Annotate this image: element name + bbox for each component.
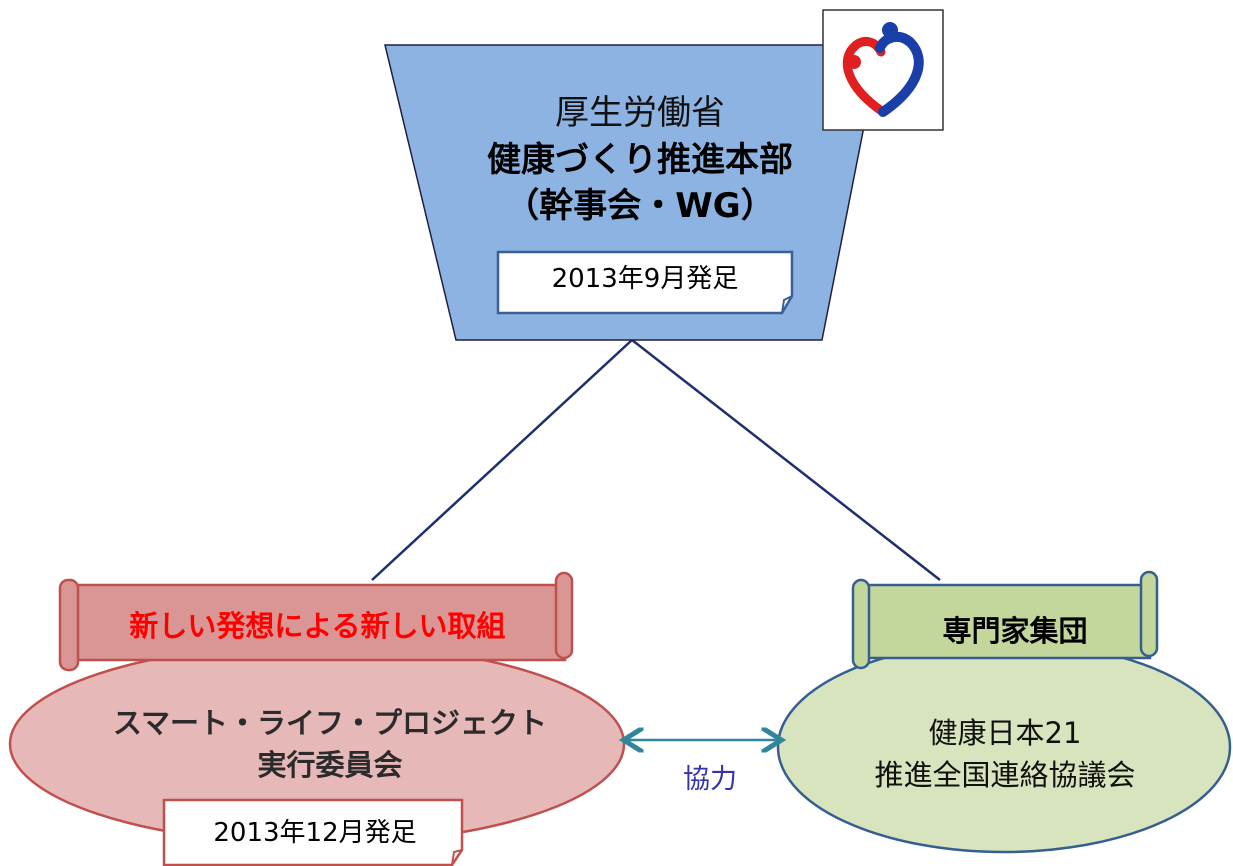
right-group-name-line1: 健康日本21 (928, 716, 1082, 750)
mhlw-logo-icon (822, 9, 944, 131)
hq-date-label: 2013年9月発足 (551, 264, 739, 294)
hq-org-title: 厚生労働省 (555, 93, 725, 133)
left-group-name-line1: スマート・ライフ・プロジェクト (112, 706, 548, 740)
right-banner-label: 専門家集団 (942, 614, 1088, 648)
left-date-note (162, 798, 464, 866)
connector-lines (371, 339, 941, 581)
right-banner-scroll (851, 570, 1159, 670)
left-banner-label: 新しい発想による新しい取組 (129, 609, 506, 643)
left-banner-scroll (58, 571, 574, 672)
left-group-name: スマート・ライフ・プロジェクト 実行委員会 (30, 702, 630, 786)
hq-name-title: 健康づくり推進本部 (487, 140, 793, 180)
right-group-name-line2: 推進全国連絡協議会 (874, 758, 1136, 792)
hq-subtitle: （幹事会・WG） (505, 186, 775, 226)
left-date-label: 2013年12月発足 (213, 818, 417, 848)
left-group-name-line2: 実行委員会 (257, 748, 403, 782)
hq-date-note (496, 250, 794, 315)
cooperation-label: 協力 (683, 764, 737, 795)
right-group-name: 健康日本21 推進全国連絡協議会 (780, 712, 1230, 796)
